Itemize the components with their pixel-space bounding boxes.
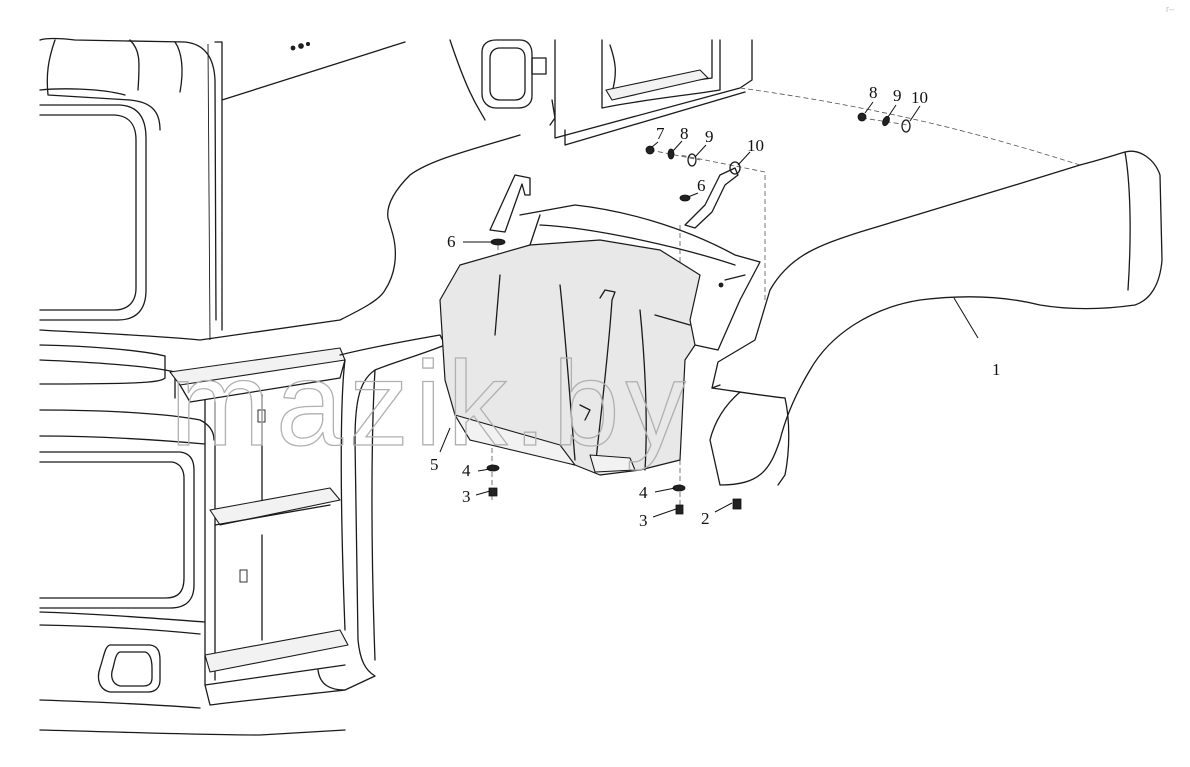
callout-10-top: 10 (911, 88, 928, 107)
mudguard (439, 204, 761, 476)
callout-9-top: 9 (893, 86, 902, 105)
callout-8-top: 8 (869, 83, 878, 102)
callout-8-middle: 8 (680, 124, 689, 143)
callout-leaders (439, 101, 979, 518)
callout-3-left: 3 (462, 487, 471, 506)
callout-2: 2 (701, 509, 710, 528)
callout-5: 5 (430, 455, 439, 474)
step-assembly (169, 334, 446, 706)
watermark: mazik.by (170, 337, 691, 471)
callout-6-left: 6 (447, 232, 456, 251)
callout-1: 1 (992, 360, 1001, 379)
callout-9-middle: 9 (705, 127, 714, 146)
callout-7: 7 (656, 124, 665, 143)
corner-mark: r– (1166, 4, 1174, 14)
rear-wing (709, 150, 1163, 486)
mounting-brackets (489, 167, 739, 233)
callout-labels: 1 2 3 3 4 4 5 6 6 7 8 8 9 9 10 10 (430, 83, 1001, 530)
callout-6-right: 6 (697, 176, 706, 195)
callout-10-middle: 10 (747, 136, 764, 155)
cab-logo-mark (290, 45, 296, 51)
callout-4-left: 4 (462, 461, 471, 480)
callout-3-right: 3 (639, 511, 648, 530)
hardware (486, 112, 911, 515)
callout-4-right: 4 (639, 483, 648, 502)
